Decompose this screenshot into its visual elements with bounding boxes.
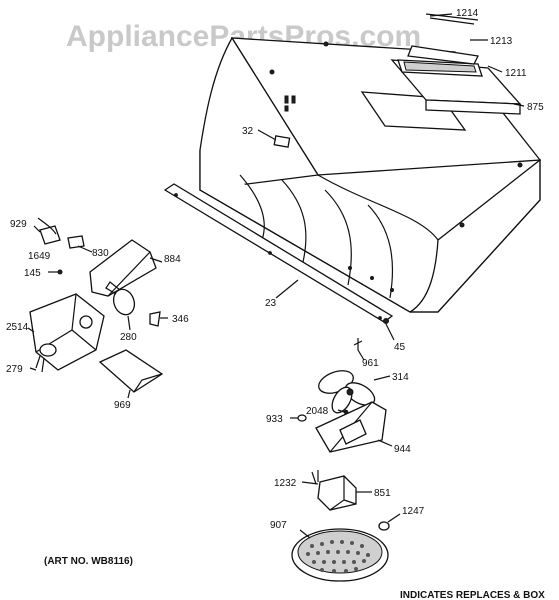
label-1211: 1211	[505, 68, 527, 79]
label-279: 279	[6, 364, 23, 375]
label-2514: 2514	[6, 322, 29, 333]
part-labels: 1214 1213 1211 875 32 23 45 961 929 1649…	[6, 8, 544, 531]
label-280: 280	[120, 332, 137, 343]
label-969: 969	[114, 400, 131, 411]
label-929: 929	[10, 219, 27, 230]
label-1214: 1214	[456, 8, 479, 19]
label-875: 875	[527, 102, 544, 113]
label-1247: 1247	[402, 506, 425, 517]
label-1232: 1232	[274, 478, 297, 489]
fan-assembly	[291, 370, 390, 582]
label-907: 907	[270, 520, 287, 531]
label-145: 145	[24, 268, 41, 279]
label-933: 933	[266, 414, 283, 425]
label-1649: 1649	[28, 251, 51, 262]
label-346: 346	[172, 314, 189, 325]
label-1213: 1213	[490, 36, 513, 47]
front-strip	[163, 183, 394, 323]
label-944: 944	[394, 444, 411, 455]
label-314: 314	[392, 372, 409, 383]
footer-note: INDICATES REPLACES & BOX	[400, 590, 545, 600]
damper-assembly	[390, 13, 522, 115]
screw-961	[353, 338, 363, 350]
label-32: 32	[242, 126, 254, 137]
switch-plate	[273, 135, 291, 148]
screw-45	[383, 318, 389, 324]
label-884: 884	[164, 254, 181, 265]
label-961: 961	[362, 358, 379, 369]
light-assembly	[29, 217, 164, 393]
label-830: 830	[92, 248, 109, 259]
label-851: 851	[374, 488, 391, 499]
label-23: 23	[265, 298, 277, 309]
art-number: (ART NO. WB8116)	[44, 556, 133, 567]
leader-lines	[27, 13, 525, 539]
label-2048: 2048	[306, 406, 329, 417]
label-45: 45	[394, 342, 406, 353]
